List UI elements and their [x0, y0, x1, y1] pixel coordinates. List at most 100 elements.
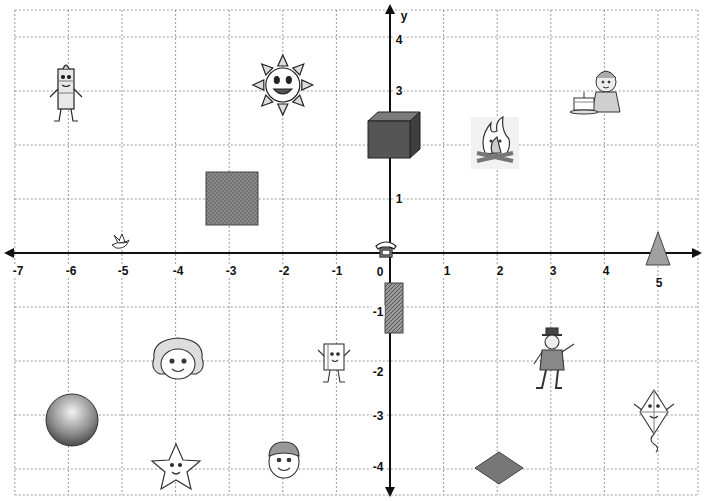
walking-man — [545, 335, 559, 349]
candle-figure — [63, 65, 69, 69]
book-character — [337, 353, 340, 356]
girl-with-cake — [570, 110, 598, 114]
tick-number: -2 — [278, 265, 291, 278]
sun — [286, 77, 291, 84]
sun — [253, 55, 313, 115]
boy-face — [287, 458, 291, 462]
boy-face — [269, 442, 299, 456]
campfire — [471, 117, 519, 169]
candle-figure — [62, 85, 70, 87]
tick-number: 3 — [395, 85, 404, 98]
girl-with-cake — [584, 92, 585, 98]
diamond — [475, 452, 523, 484]
girl-with-cake — [574, 102, 594, 103]
girl-face — [172, 369, 184, 372]
tick-number: 3 — [549, 265, 558, 278]
star-character — [152, 444, 200, 489]
candle-figure — [50, 89, 82, 97]
campfire — [491, 137, 501, 153]
kite — [650, 416, 658, 418]
ball — [46, 394, 98, 446]
star-character — [152, 444, 200, 489]
dove — [114, 235, 120, 243]
campfire — [471, 117, 519, 169]
kite — [640, 390, 668, 434]
telephone — [382, 250, 390, 255]
book-character — [318, 350, 350, 356]
girl-face — [153, 338, 203, 379]
axis-label: y — [400, 10, 409, 23]
axes — [4, 248, 14, 258]
tick-number: 1 — [395, 193, 404, 206]
campfire — [499, 140, 501, 142]
candle-figure — [58, 69, 74, 109]
tick-number: -5 — [117, 265, 130, 278]
star-character — [171, 464, 174, 467]
sun — [274, 77, 279, 84]
tick-number: -7 — [12, 265, 25, 278]
girl-with-cake — [574, 98, 594, 110]
tick-number: -1 — [372, 306, 385, 319]
sun — [278, 55, 288, 66]
square — [206, 172, 258, 225]
girl-face — [161, 349, 195, 379]
sun — [274, 89, 292, 94]
boy-face — [277, 458, 281, 462]
tick-number: -4 — [372, 461, 385, 474]
candle-figure — [54, 109, 78, 121]
walking-man — [534, 344, 574, 364]
book-character — [323, 370, 345, 382]
telephone — [376, 242, 396, 257]
walking-man — [536, 370, 562, 388]
tick-number: -3 — [372, 410, 385, 423]
dove — [125, 241, 126, 242]
sun — [253, 55, 313, 115]
girl-with-cake — [592, 92, 620, 112]
tick-number: -4 — [172, 265, 185, 278]
girl-with-cake — [603, 87, 609, 88]
kite — [649, 405, 652, 408]
tick-number: -1 — [331, 265, 344, 278]
girl-with-cake — [596, 72, 616, 92]
narrow-rectangle — [385, 283, 403, 333]
kite — [651, 434, 658, 452]
axes — [692, 248, 702, 258]
sun — [253, 80, 264, 90]
book-character — [327, 344, 328, 370]
tick-number: 2 — [496, 265, 505, 278]
cube — [410, 112, 420, 158]
girl-face — [182, 359, 186, 363]
walking-man — [534, 328, 574, 388]
candle-figure — [68, 76, 71, 79]
book-character — [332, 360, 338, 362]
tick-number: -2 — [372, 366, 385, 379]
axes — [4, 4, 702, 497]
cube — [368, 121, 410, 158]
tick-number: 5 — [655, 277, 664, 290]
cube — [368, 112, 420, 158]
campfire — [490, 140, 492, 142]
star-character — [179, 464, 182, 467]
sun — [302, 80, 313, 90]
boy-face — [269, 442, 299, 478]
girl-face — [170, 359, 174, 363]
book-character — [331, 353, 334, 356]
axes — [385, 4, 395, 14]
girl-with-cake — [570, 71, 620, 114]
campfire — [477, 153, 513, 161]
triangle — [646, 232, 670, 265]
walking-man — [540, 350, 564, 370]
tick-number: -3 — [225, 265, 238, 278]
girl-with-cake — [596, 71, 616, 78]
sun — [278, 104, 288, 115]
tick-number: 4 — [395, 34, 404, 47]
tick-number: -6 — [65, 265, 78, 278]
dove — [112, 234, 129, 248]
candle-figure — [50, 65, 82, 121]
axes — [385, 487, 395, 497]
candle-figure — [62, 76, 65, 79]
book-character — [324, 344, 344, 370]
girl-with-cake — [608, 81, 610, 83]
